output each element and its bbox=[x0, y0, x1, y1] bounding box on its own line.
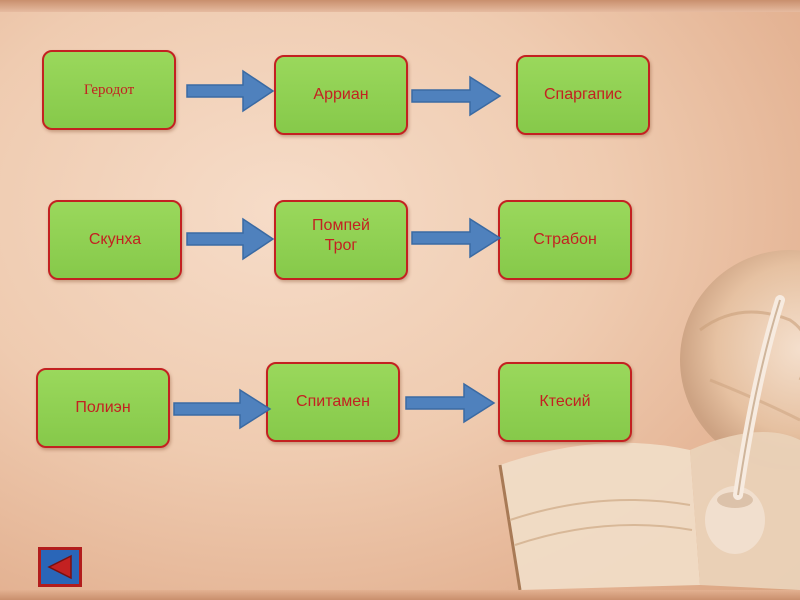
node-polyaenus: Полиэн bbox=[36, 368, 170, 448]
node-spargapis: Спаргапис bbox=[516, 55, 650, 135]
globe-book-quill-illustration bbox=[498, 250, 800, 590]
bottom-border bbox=[0, 590, 800, 600]
node-ctesias: Ктесий bbox=[498, 362, 632, 442]
node-skunkha: Скунха bbox=[48, 200, 182, 280]
node-arrian: Арриан bbox=[274, 55, 408, 135]
arrow-right-icon bbox=[405, 382, 496, 424]
node-pompey-trogus: Помпей Трог bbox=[274, 200, 408, 280]
node-herodotus: Геродот bbox=[42, 50, 176, 130]
arrow-right-icon bbox=[186, 69, 275, 113]
arrow-right-icon bbox=[411, 75, 502, 117]
top-border bbox=[0, 0, 800, 12]
node-spitamenes: Спитамен bbox=[266, 362, 400, 442]
node-strabo: Страбон bbox=[498, 200, 632, 280]
back-button[interactable] bbox=[38, 547, 82, 587]
triangle-left-icon bbox=[47, 554, 72, 580]
arrow-right-icon bbox=[173, 388, 272, 430]
arrow-right-icon bbox=[411, 217, 502, 259]
arrow-right-icon bbox=[186, 217, 275, 261]
